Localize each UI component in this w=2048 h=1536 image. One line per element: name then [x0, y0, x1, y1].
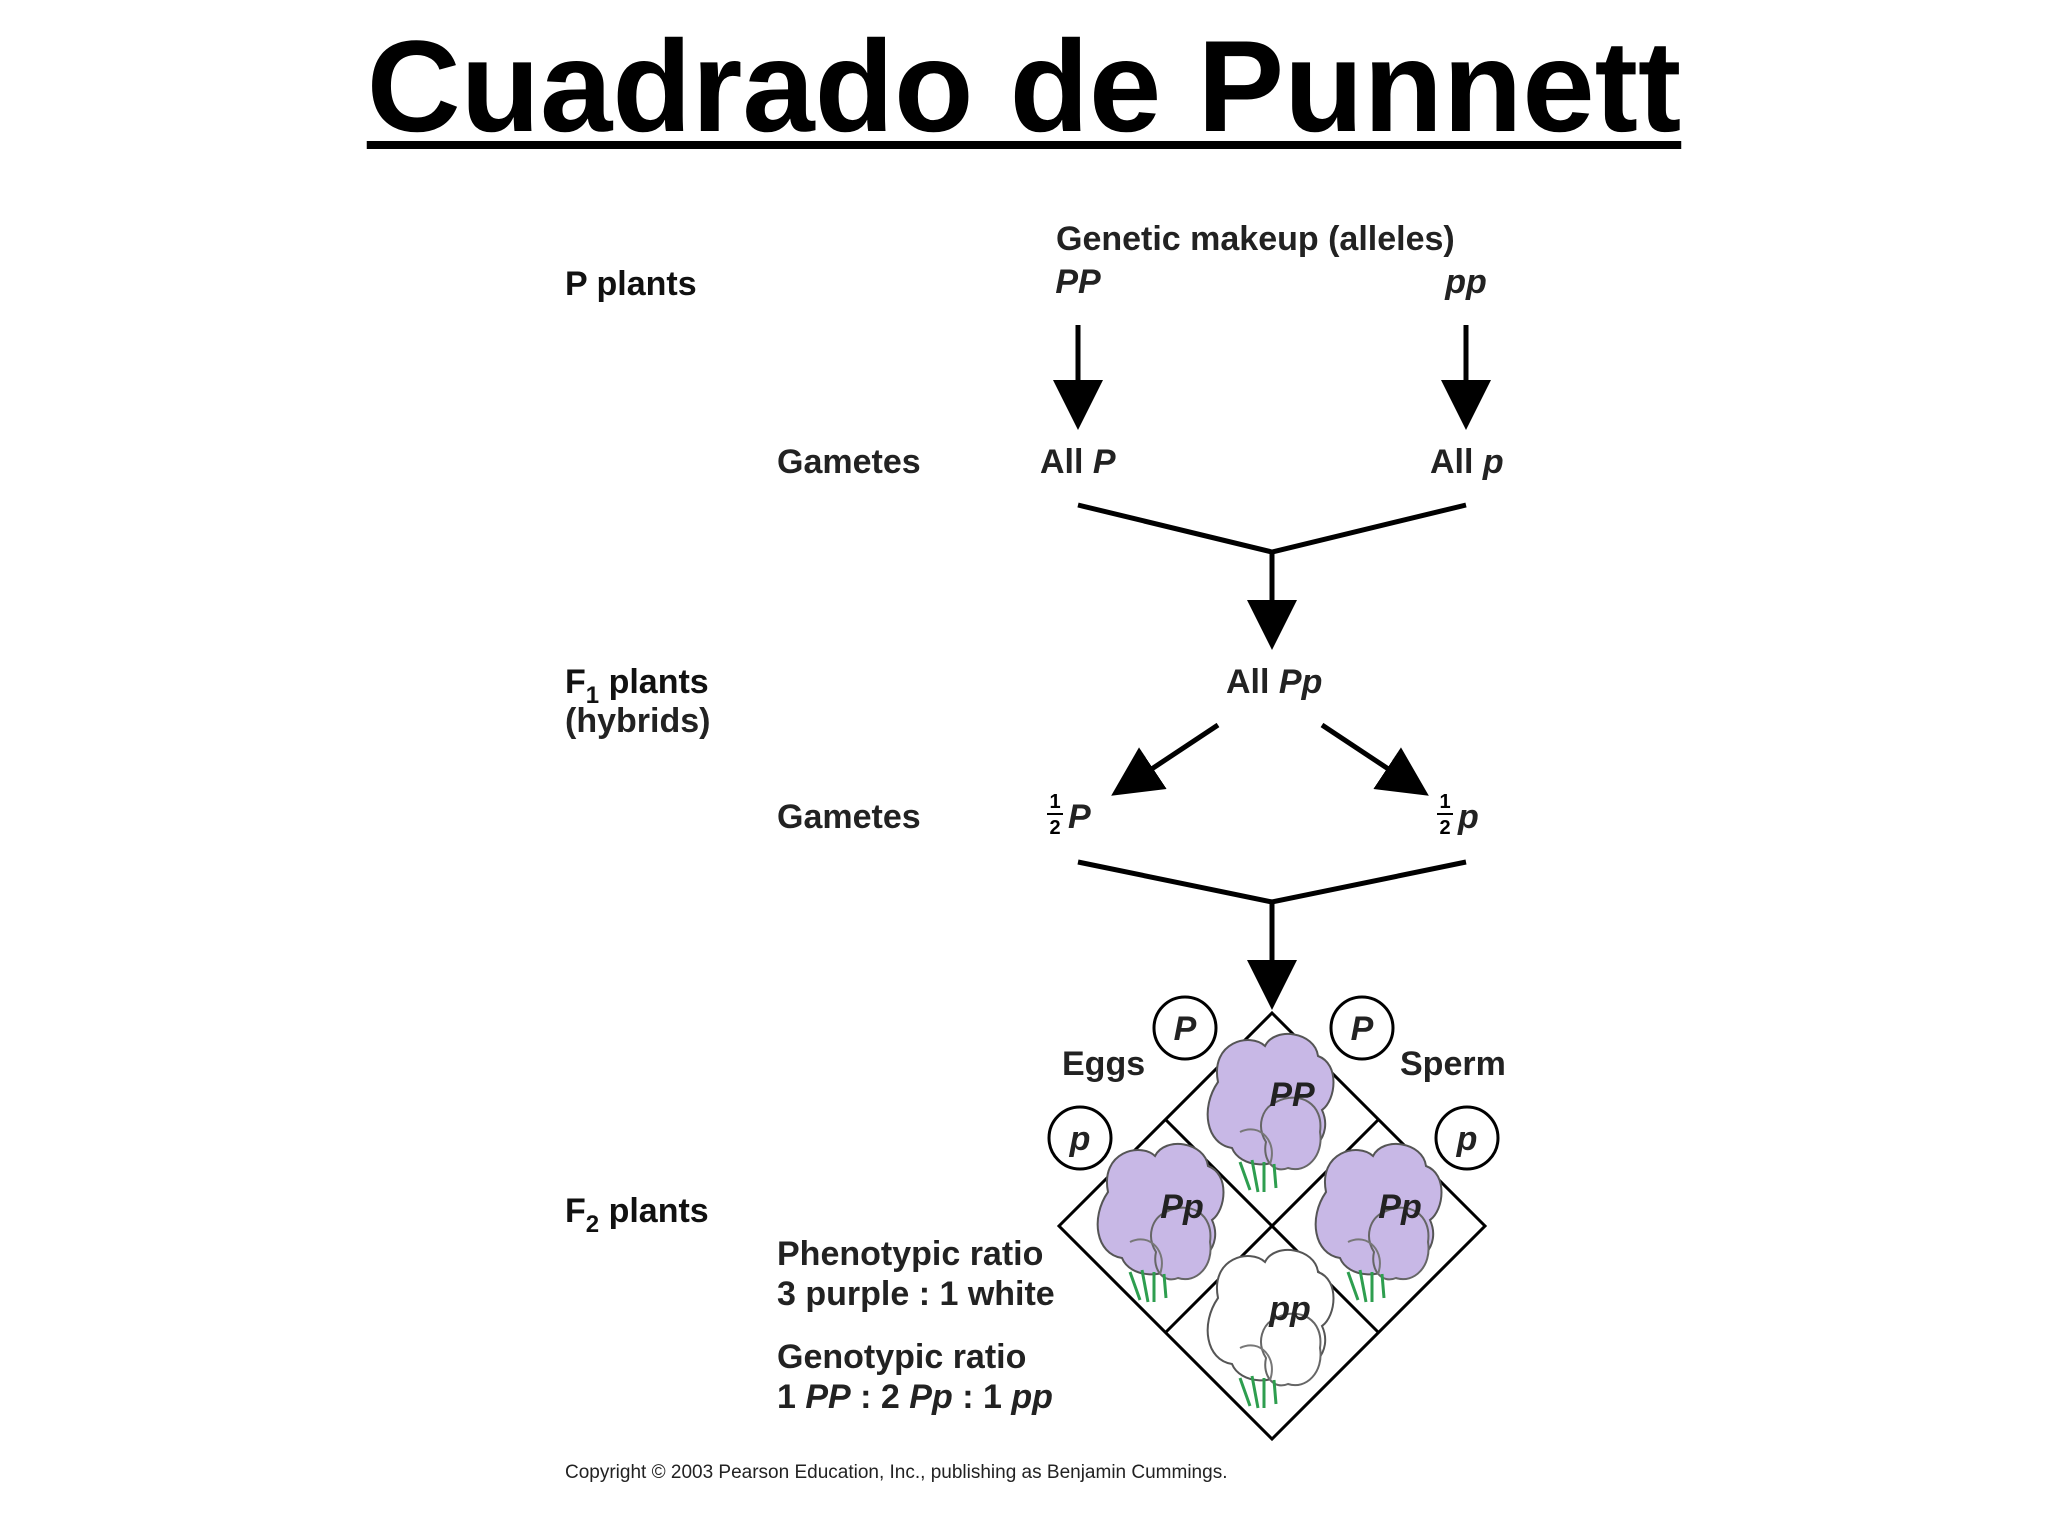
svg-text:P: P: [1174, 1010, 1197, 1048]
slide-title: Cuadrado de Punnett: [0, 18, 2048, 155]
egg-circle-top: P: [1329, 995, 1395, 1061]
slide-title-text: Cuadrado de Punnett: [366, 13, 1682, 159]
genotypic-ratio-value: 1 PP : 2 Pp : 1 pp: [777, 1378, 1053, 1416]
svg-text:2: 2: [1049, 817, 1060, 839]
flower-bottom: [1206, 1248, 1335, 1410]
sperm-label: Sperm: [1400, 1045, 1506, 1083]
phenotypic-ratio-value: 3 purple : 1 white: [777, 1275, 1055, 1313]
gametes2-right: 1 2 p: [1437, 791, 1479, 839]
phenotypic-ratio-title: Phenotypic ratio: [777, 1235, 1043, 1273]
egg-circle-bottom: p: [1434, 1105, 1500, 1171]
sperm-circle-top: P: [1152, 995, 1218, 1061]
p-plants-label: P plants: [565, 265, 697, 303]
svg-text:P: P: [1351, 1010, 1374, 1048]
gametes-label-2: Gametes: [777, 798, 921, 836]
genotypic-ratio-title: Genotypic ratio: [777, 1338, 1026, 1376]
f1-plants-label: F1 plants: [565, 663, 709, 709]
gametes1-right: All p: [1430, 443, 1504, 481]
arrow-f1-left: [1111, 722, 1220, 796]
f1-hybrids-note: (hybrids): [565, 702, 710, 740]
svg-text:p: p: [1457, 798, 1479, 836]
f2-plants-label: F2 plants: [565, 1192, 709, 1238]
merge-line-1: [1077, 502, 1467, 555]
merge-line-2: [1077, 859, 1467, 905]
cell-left-genotype: Pp: [1160, 1188, 1203, 1226]
gametes1-left: All P: [1040, 443, 1116, 481]
svg-text:1: 1: [1439, 791, 1450, 813]
svg-text:1: 1: [1049, 791, 1060, 813]
f1-genotype: All Pp: [1226, 663, 1322, 701]
svg-text:2: 2: [1439, 817, 1450, 839]
genetic-makeup-header: Genetic makeup (alleles): [1056, 220, 1455, 258]
svg-text:p: p: [1456, 1120, 1478, 1158]
cell-right-genotype: Pp: [1378, 1188, 1421, 1226]
svg-text:p: p: [1069, 1120, 1091, 1158]
svg-text:P: P: [1068, 798, 1091, 836]
cell-bottom-genotype: pp: [1268, 1290, 1311, 1328]
gametes2-left: 1 2 P: [1047, 791, 1091, 839]
punnett-square: PP Pp Pp pp: [1056, 1010, 1488, 1442]
copyright-notice: Copyright © 2003 Pearson Education, Inc.…: [565, 1462, 1227, 1483]
eggs-label: Eggs: [1062, 1045, 1145, 1083]
cell-top-genotype: PP: [1269, 1076, 1315, 1114]
parent-left-genotype: PP: [1055, 263, 1101, 301]
sperm-circle-bottom: p: [1047, 1105, 1113, 1171]
arrow-f1-right: [1320, 722, 1429, 796]
gametes-label-1: Gametes: [777, 443, 921, 481]
parent-right-genotype: pp: [1444, 263, 1487, 301]
